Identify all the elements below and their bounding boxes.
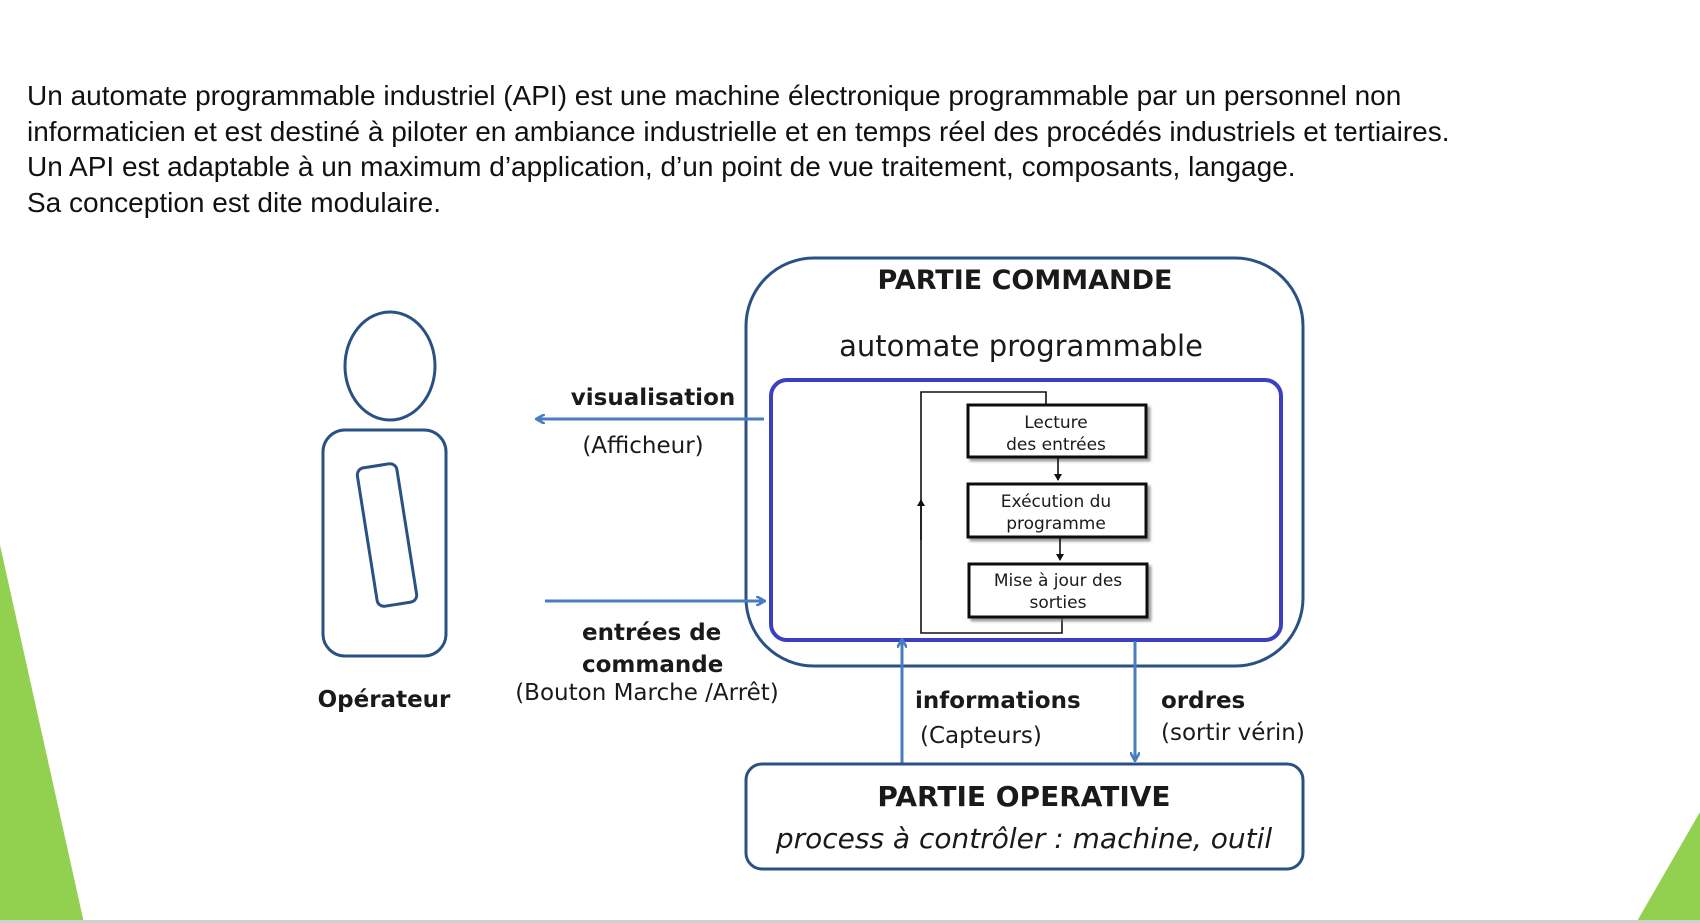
- bottom-border: [0, 920, 1700, 923]
- operator-arm: [355, 462, 419, 608]
- partie-operative-subtitle: process à contrôler : machine, outil: [775, 822, 1273, 855]
- cycle-step-lecture-line2: des entrées: [1006, 435, 1106, 455]
- partie-commande-title: PARTIE COMMANDE: [878, 265, 1173, 296]
- cycle-step-lecture-line1: Lecture: [1024, 413, 1088, 433]
- partie-operative-title: PARTIE OPERATIVE: [877, 780, 1170, 813]
- cycle-step-mise-a-jour-line1: Mise à jour des: [994, 571, 1122, 591]
- cycle-step-execution-line2: programme: [1006, 514, 1106, 534]
- partie-operative-box: [744, 762, 1305, 871]
- automate-label: automate programmable: [839, 329, 1203, 363]
- informations-label: informations: [915, 688, 1081, 714]
- left-green-triangle: [0, 545, 84, 923]
- entrees-label-line1: entrées de: [582, 620, 721, 646]
- cycle-step-mise-a-jour-line2: sorties: [1030, 593, 1087, 613]
- intro-text: Un automate programmable industriel (API…: [27, 78, 1667, 220]
- intro-line-4: Sa conception est dite modulaire.: [27, 186, 442, 218]
- intro-line-1: Un automate programmable industriel (API…: [27, 80, 1402, 111]
- afficheur-label: (Afficheur): [582, 433, 703, 459]
- entrees-label-line2: commande: [582, 652, 723, 678]
- capteurs-label: (Capteurs): [920, 723, 1042, 749]
- cycle-step-lecture: [966, 403, 1148, 459]
- visualisation-label: visualisation: [571, 385, 736, 411]
- right-green-triangle: [1636, 812, 1700, 923]
- operator-label: Opérateur: [318, 687, 451, 713]
- operator-head: [343, 310, 437, 422]
- cycle-step-execution-line1: Exécution du: [1001, 492, 1111, 512]
- cycle-step-execution: [966, 482, 1148, 539]
- intro-line-2: informaticien et est destiné à piloter e…: [27, 115, 1450, 147]
- intro-line-3: Un API est adaptable à un maximum d’appl…: [27, 151, 1296, 182]
- bouton-marche-label: (Bouton Marche /Arrêt): [515, 680, 779, 706]
- ordres-label: ordres: [1161, 688, 1245, 714]
- sortir-verin-label: (sortir vérin): [1161, 720, 1305, 746]
- cycle-step-mise-a-jour: [967, 562, 1149, 619]
